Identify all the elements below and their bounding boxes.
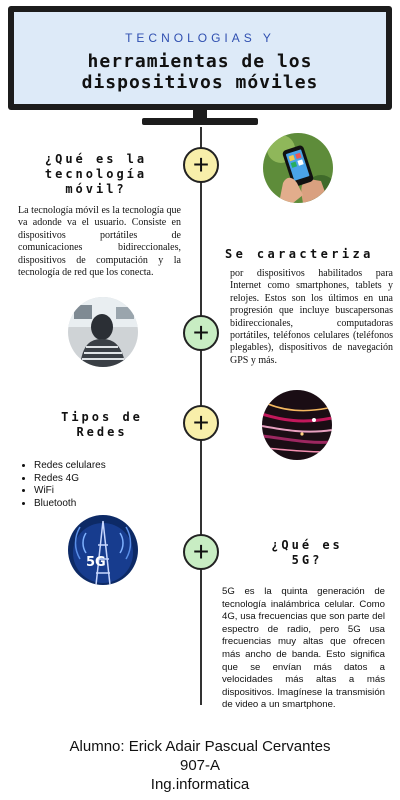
plus-icon-2: + <box>183 315 219 351</box>
footer-student-name: Alumno: Erick Adair Pascual Cervantes <box>69 738 331 755</box>
heading-what-is-5g: ¿Qué es 5G? <box>271 538 343 567</box>
photo-5g-tower: 5G <box>68 515 138 585</box>
footer-student-info: Alumno: Erick Adair Pascual Cervantes 90… <box>0 737 400 794</box>
list-item: Redes celulares <box>34 460 168 473</box>
footer-career: Ing.informatica <box>150 776 250 793</box>
monitor-stand-base <box>142 118 258 125</box>
text-5g-definition: 5G es la quinta generación de tecnología… <box>222 586 385 711</box>
text-mobile-tech-definition: La tecnología móvil es la tecnología que… <box>18 205 181 279</box>
photo-person-computer <box>68 297 138 367</box>
list-item: Redes 4G <box>34 473 168 486</box>
page-title-line-1: herramientas de los <box>87 51 313 72</box>
photo-5g-label: 5G <box>86 555 106 570</box>
list-item: Bluetooth <box>34 498 168 511</box>
heading-characterized: Se caracteriza <box>225 247 374 261</box>
plus-icon-4: + <box>183 534 219 570</box>
photo-hand-phone <box>263 133 333 203</box>
heading-network-types: Tipos de Redes <box>61 410 143 439</box>
page-title: herramientas de los dispositivos móviles <box>14 51 386 93</box>
list-item: WiFi <box>34 485 168 498</box>
plus-icon-1: + <box>183 147 219 183</box>
header-subtitle: TECNOLOGIAS Y <box>125 31 275 45</box>
network-types-list: Redes celulares Redes 4G WiFi Bluetooth <box>18 460 168 510</box>
photo-fiber-optic <box>262 390 332 460</box>
text-characterized: por dispositivos habilitados para Intern… <box>230 268 393 366</box>
page-title-line-2: dispositivos móviles <box>81 72 319 93</box>
plus-icon-3: + <box>183 405 219 441</box>
monitor-screen <box>14 12 386 104</box>
footer-group: 907-A <box>179 757 221 774</box>
monitor-stand-neck <box>193 110 207 118</box>
heading-what-is-mobile-tech: ¿Qué es la tecnología móvil? <box>44 152 148 196</box>
